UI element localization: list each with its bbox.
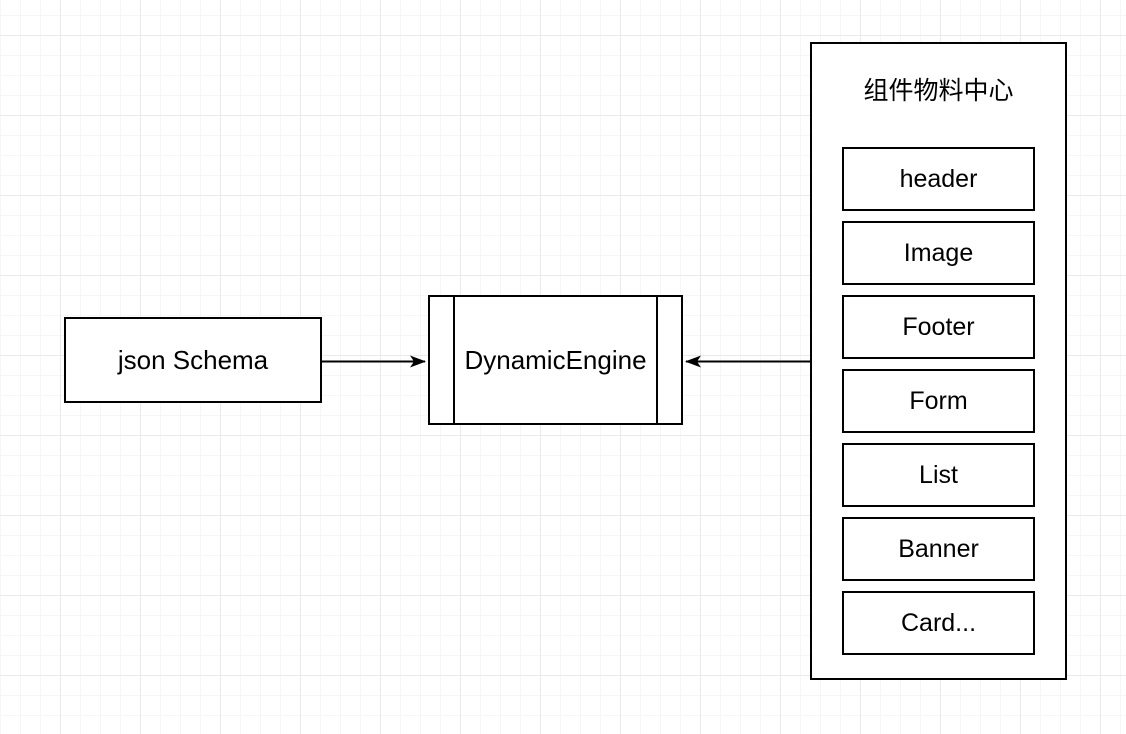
material-center-container: 组件物料中心 header Image Footer Form List Ban…	[810, 42, 1067, 680]
material-item-card: Card...	[842, 591, 1035, 655]
json-schema-node: json Schema	[64, 317, 322, 403]
process-shape-right-bar	[656, 297, 658, 423]
json-schema-label: json Schema	[117, 344, 269, 375]
material-item-label: Banner	[898, 534, 979, 563]
dynamic-engine-node: DynamicEngine	[428, 295, 683, 425]
material-item-footer: Footer	[842, 295, 1035, 359]
material-item-label: header	[899, 164, 978, 193]
material-item-form: Form	[842, 369, 1035, 433]
material-item-header: header	[842, 147, 1035, 211]
material-center-title: 组件物料中心	[863, 77, 1014, 105]
material-item-label: Card...	[900, 608, 977, 637]
material-item-image: Image	[842, 221, 1035, 285]
process-shape-left-bar	[453, 297, 455, 423]
material-item-list: List	[842, 443, 1035, 507]
material-item-label: Footer	[902, 312, 975, 341]
material-item-banner: Banner	[842, 517, 1035, 581]
material-component-list: header Image Footer Form List Banner Car…	[842, 147, 1035, 655]
dynamic-engine-label: DynamicEngine	[464, 344, 647, 375]
material-item-label: List	[919, 460, 958, 489]
material-item-label: Image	[903, 238, 974, 267]
material-item-label: Form	[909, 386, 968, 415]
